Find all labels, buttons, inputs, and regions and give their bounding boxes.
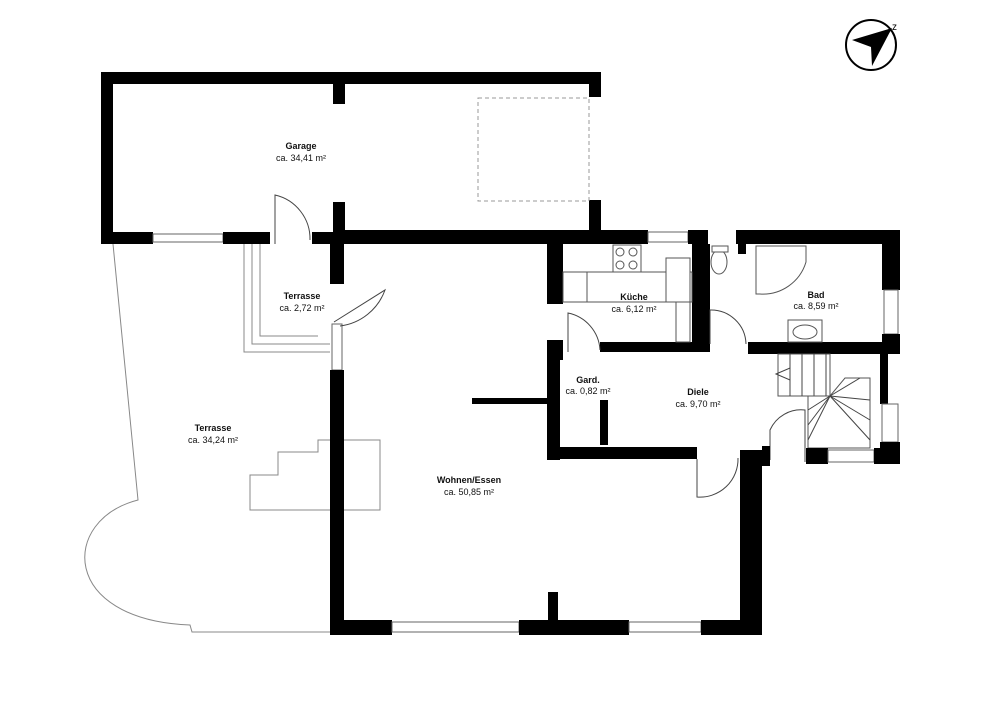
terrasse-large-name: Terrasse <box>195 423 232 433</box>
bath-wall-left <box>702 244 710 344</box>
terrasse-small-name: Terrasse <box>284 291 321 301</box>
kitchen-tall-cabinet <box>675 301 691 343</box>
hall-door-living <box>696 457 739 498</box>
diele-name: Diele <box>687 387 709 397</box>
kitchen-wall-right <box>692 230 702 352</box>
staircase <box>774 353 871 449</box>
living-wall-right <box>740 450 762 635</box>
bath-sink-bowl <box>792 324 818 340</box>
small-terrace-door <box>333 288 386 327</box>
kitchen-wall-bottom <box>600 342 710 352</box>
stair-wall-bottom-1 <box>806 448 828 464</box>
garage-divider-top <box>333 84 345 104</box>
house-wall-top-3 <box>736 230 900 244</box>
terrasse-small-area: ca. 2,72 m² <box>279 303 324 313</box>
small-terrace-outline <box>243 244 330 353</box>
kitchen-wall-left <box>547 244 563 304</box>
bath-toilet-tank <box>711 245 729 253</box>
garage-garage-door-outline <box>477 97 590 202</box>
diele-area: ca. 9,70 m² <box>675 399 720 409</box>
wohnen-area: ca. 50,85 m² <box>444 487 494 497</box>
kueche-name: Küche <box>620 292 648 302</box>
kitchen-window <box>647 231 689 243</box>
gard-area: ca. 0,82 m² <box>565 386 610 396</box>
garage-side-door <box>274 194 311 244</box>
stove-burner-1 <box>615 247 625 257</box>
living-window-bottom-2 <box>628 621 702 633</box>
bath-toilet <box>710 249 728 275</box>
garage-window-1 <box>152 233 224 243</box>
garage-wall-right <box>589 72 601 97</box>
stove-burner-3 <box>615 260 625 270</box>
hall-wall-left-top <box>547 340 563 360</box>
bad-name: Bad <box>807 290 824 300</box>
living-window-left <box>331 323 343 371</box>
living-wall-bottom-1 <box>330 620 392 635</box>
stove-burner-4 <box>628 260 638 270</box>
kitchen-door <box>567 312 601 352</box>
stove-burner-2 <box>628 247 638 257</box>
gard-name: Gard. <box>576 375 600 385</box>
hall-wall-right-vert <box>762 446 770 466</box>
garage-wall-bottom-1 <box>101 232 153 244</box>
kitchen-counter-left <box>562 271 588 303</box>
bath-door <box>709 309 747 345</box>
bad-area: ca. 8,59 m² <box>793 301 838 311</box>
living-wall-left <box>330 370 344 635</box>
garage-wall-top <box>101 72 601 84</box>
stair-wall-right <box>880 354 888 404</box>
living-window-bottom-1 <box>391 621 520 633</box>
kitchen-sink <box>665 257 691 303</box>
wohnen-name: Wohnen/Essen <box>437 475 501 485</box>
living-wall-left-top <box>330 232 344 284</box>
bath-shower <box>755 245 807 295</box>
stair-window-bottom <box>827 449 875 463</box>
house-wall-top <box>333 230 648 244</box>
living-wall-stub <box>472 398 548 404</box>
bath-wall-bottom <box>748 342 900 354</box>
stair-window-right <box>881 403 899 443</box>
north-arrow-icon: z <box>845 19 897 71</box>
gard-wall-right <box>600 400 608 445</box>
bath-wall-right <box>882 230 900 290</box>
garage-wall-bottom-2 <box>223 232 270 244</box>
bath-corner-wall <box>738 240 746 254</box>
entrance-door <box>769 409 806 462</box>
terrace-outline <box>84 243 330 633</box>
hall-wall-bottom <box>547 447 697 459</box>
bath-window-right <box>883 289 899 335</box>
kueche-area: ca. 6,12 m² <box>611 304 656 314</box>
living-wall-bottom-2 <box>519 620 629 635</box>
terrace-steps <box>249 439 381 511</box>
stair-wall-bottom-2 <box>874 448 900 464</box>
brand-logo: EVERNEST <box>743 518 762 618</box>
terrasse-large-area: ca. 34,24 m² <box>188 435 238 445</box>
garage-wall-left <box>101 72 113 244</box>
living-pillar-bottom <box>548 592 558 622</box>
svg-text:z: z <box>892 22 897 33</box>
gard-wall-left <box>547 360 560 460</box>
garage-area: ca. 34,41 m² <box>276 153 326 163</box>
garage-name: Garage <box>285 141 316 151</box>
